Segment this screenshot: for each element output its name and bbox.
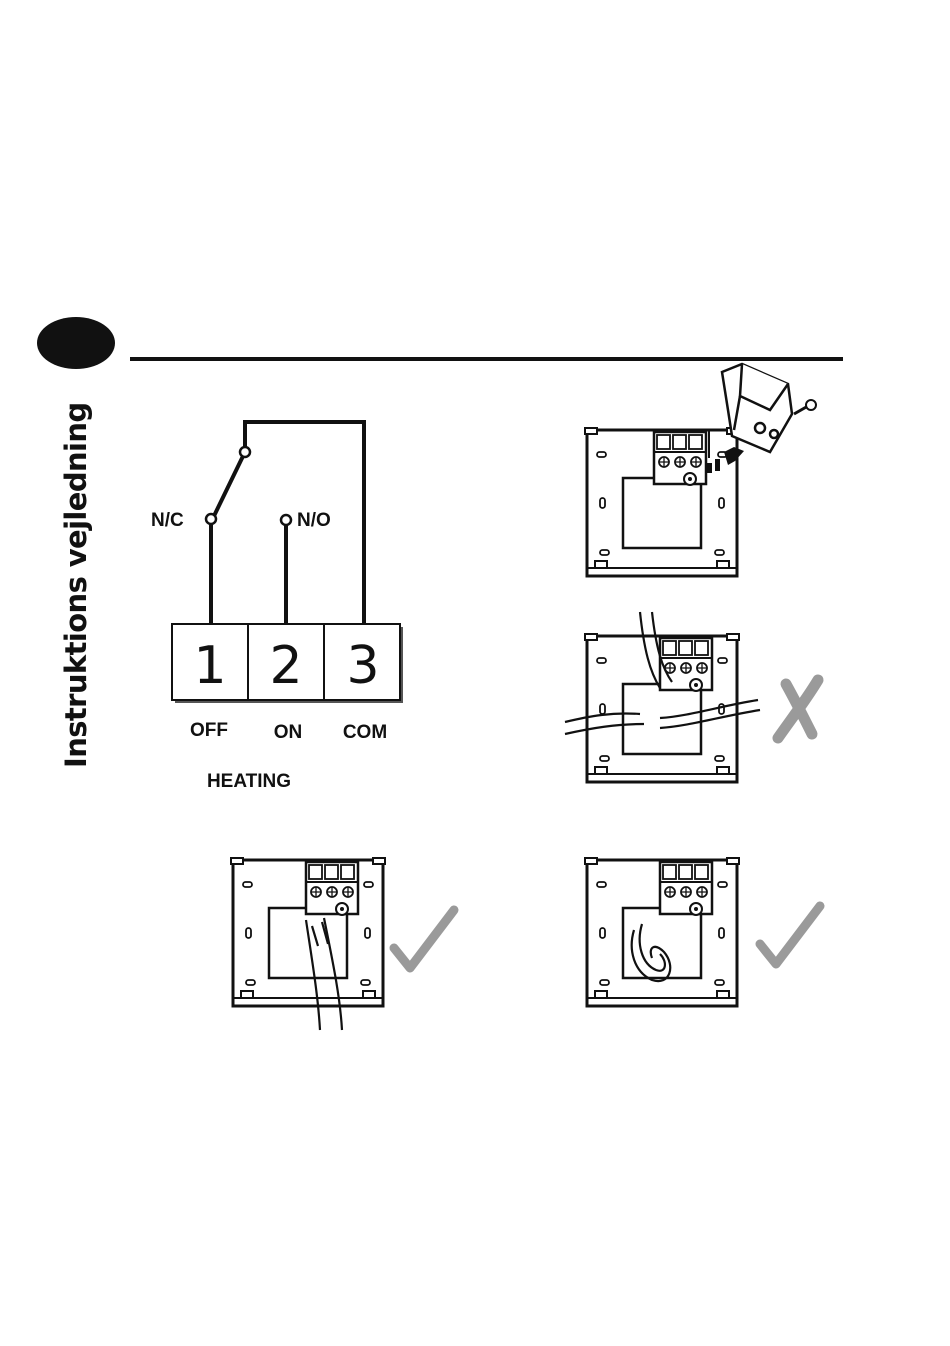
plate-correct-wiring-coiled <box>585 858 820 1006</box>
terminal-number-1: 1 <box>193 636 226 696</box>
terminal-number-2: 2 <box>269 636 302 696</box>
terminal-function-on: ON <box>274 722 303 743</box>
terminal-strip: 1 2 3 <box>172 624 403 703</box>
heating-caption: HEATING <box>207 771 291 792</box>
nc-contact <box>206 514 216 524</box>
terminal-block-icon <box>654 432 706 485</box>
plate-correct-wiring-straight <box>231 858 454 1030</box>
no-label: N/O <box>297 510 331 531</box>
cross-mark-icon <box>778 680 818 738</box>
screw-icon <box>794 400 816 414</box>
terminal-function-com: COM <box>343 722 387 743</box>
plate-incorrect-wiring <box>565 612 818 782</box>
check-mark-icon <box>760 906 820 964</box>
plate-terminal-insertion <box>585 364 816 576</box>
nc-label: N/C <box>151 510 184 531</box>
check-mark-icon <box>394 910 454 968</box>
terminal-number-3: 3 <box>346 636 379 696</box>
switch-pivot <box>240 447 250 457</box>
terminal-wiring-diagram: N/C N/O 1 2 3 OFF ON COM HEATING <box>151 422 403 792</box>
terminal-function-off: OFF <box>190 720 228 741</box>
no-contact <box>281 515 291 525</box>
